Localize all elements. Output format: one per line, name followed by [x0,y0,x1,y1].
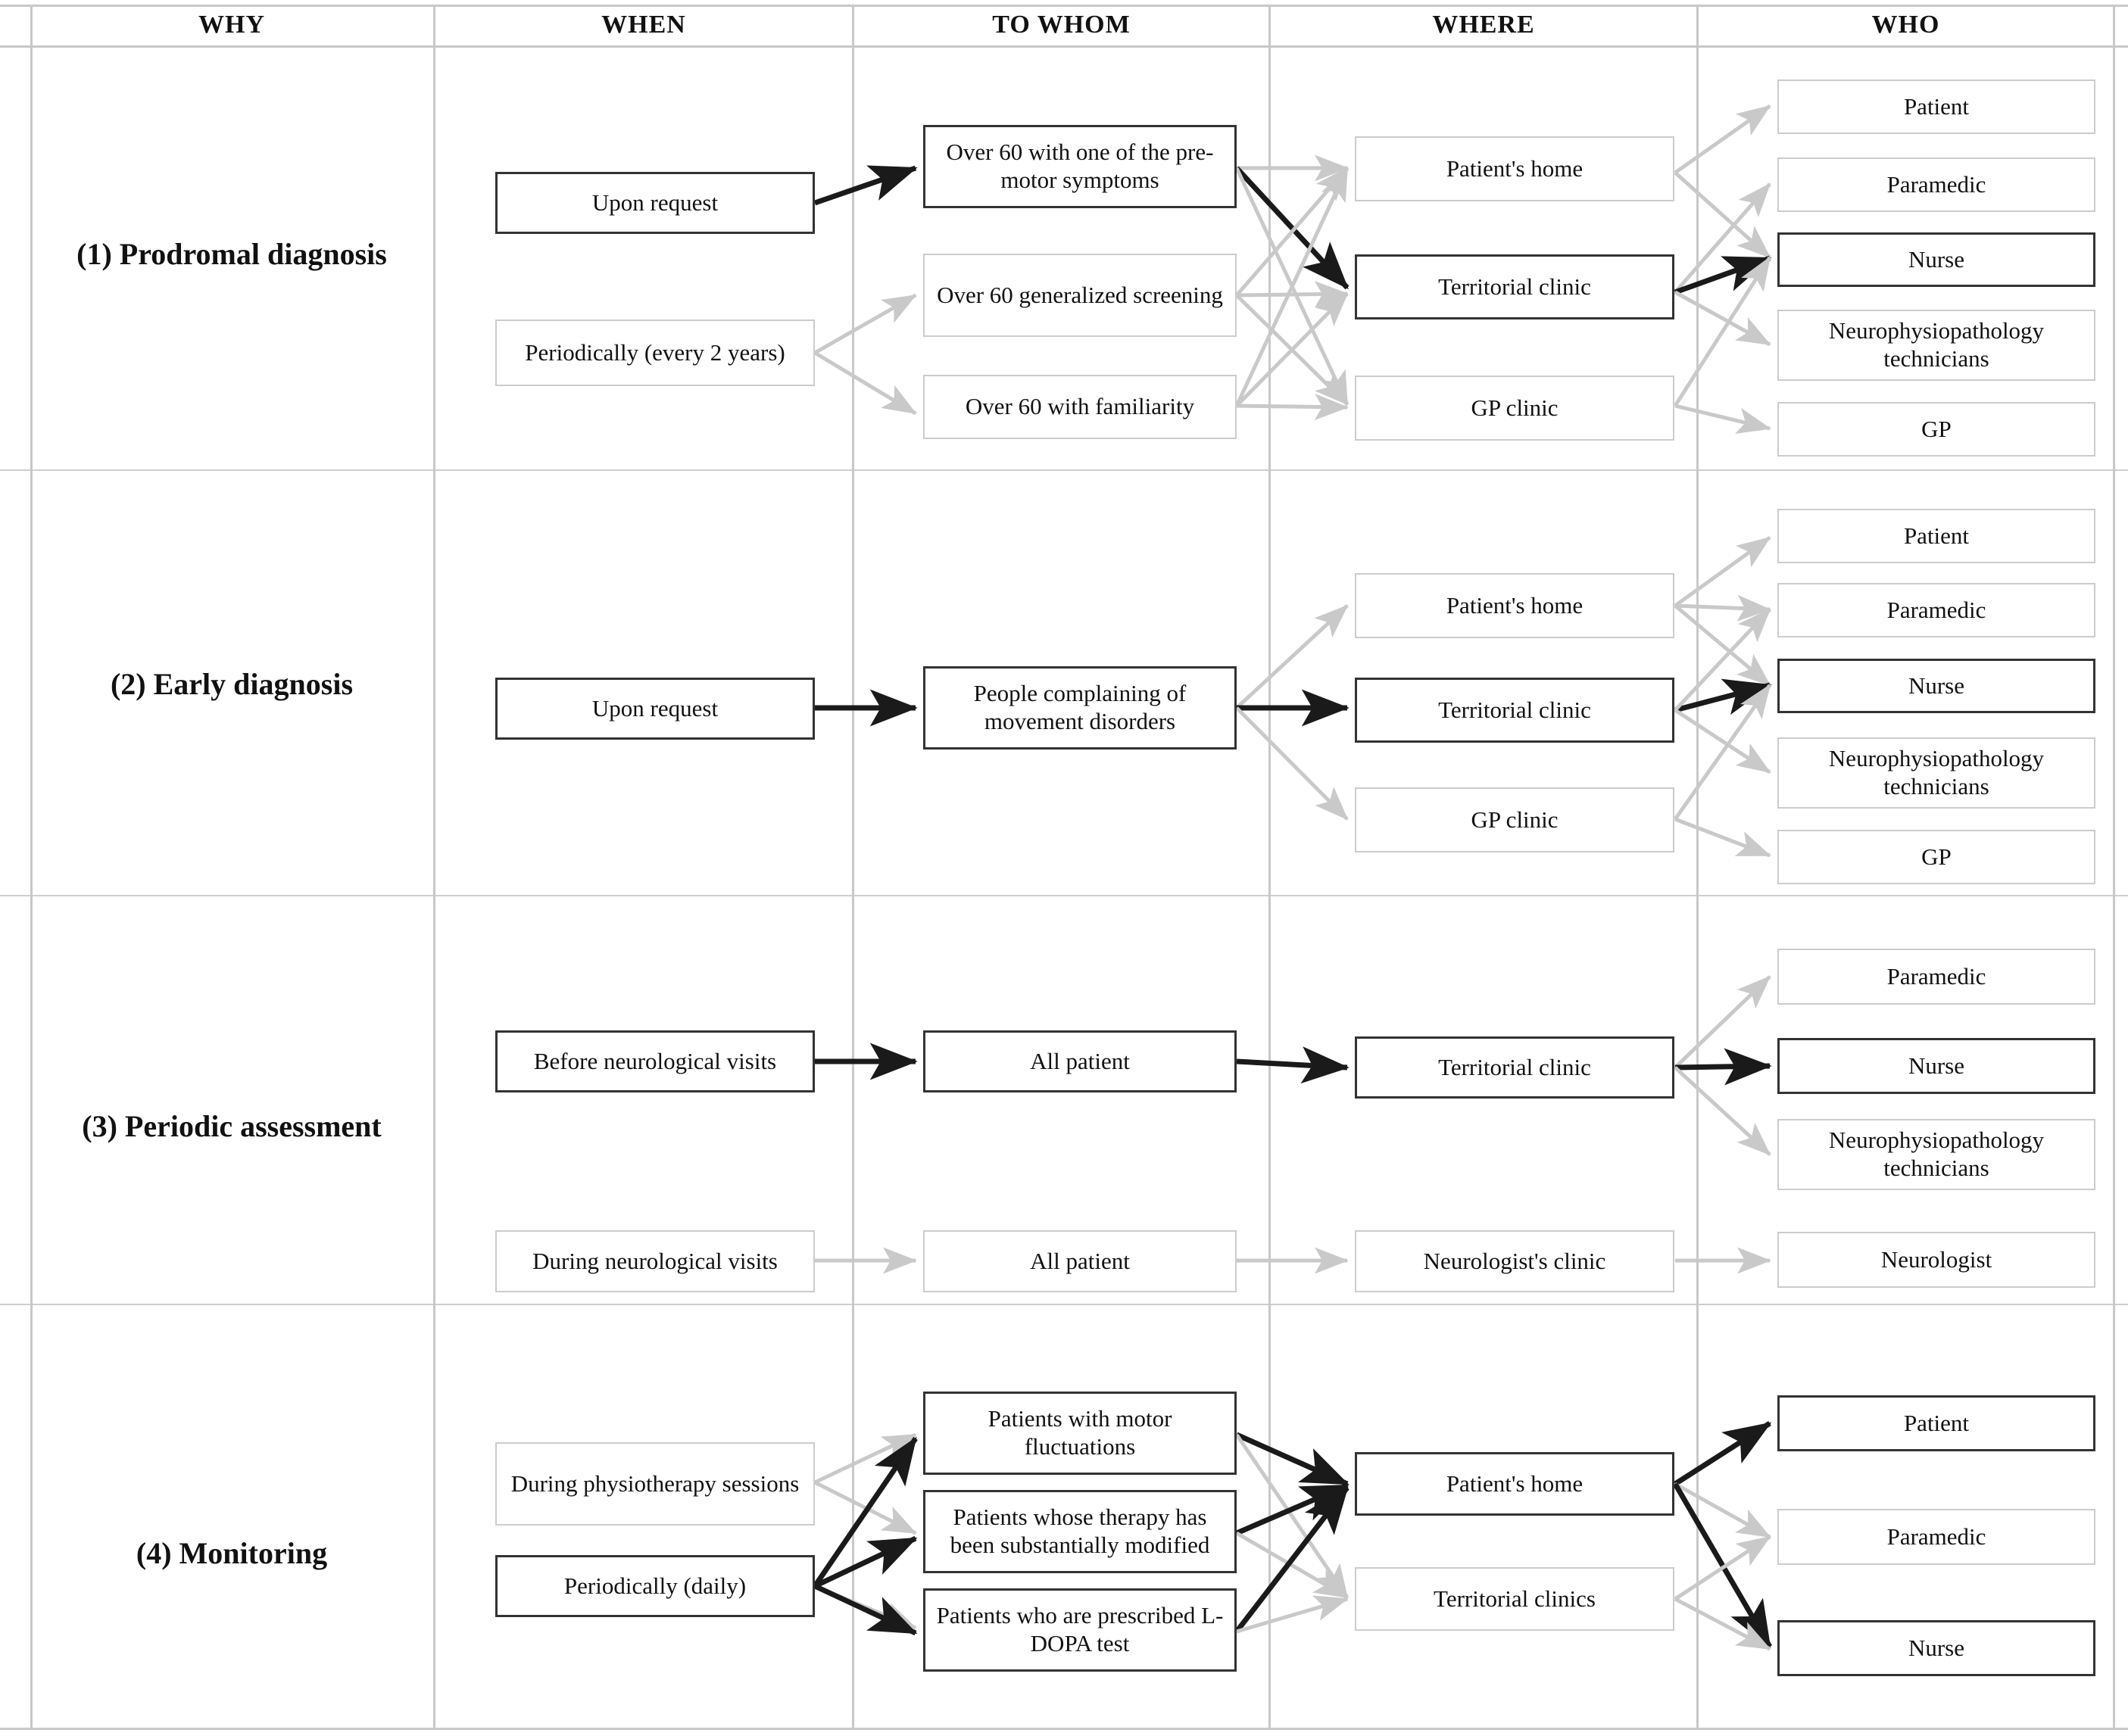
row3-who-box-4[interactable]: Neurologist [1777,1232,2095,1288]
grid-line-row1-bottom [0,469,2128,471]
column-header-why: WHY [198,11,265,39]
row-label-prodromal-diagnosis: (1) Prodromal diagnosis [76,237,387,271]
grid-col-divider-3 [1268,5,1271,1730]
row3-who-box-2[interactable]: Nurse [1777,1038,2095,1094]
row1-who-box-3[interactable]: Nurse [1777,232,2095,287]
row1-to-whom-box-3[interactable]: Over 60 with familiarity [923,375,1237,439]
row2-when-box-1[interactable]: Upon request [495,678,815,740]
row3-who-box-3[interactable]: Neurophysiopathology technicians [1777,1119,2095,1190]
row3-when-box-2[interactable]: During neurological visits [495,1230,815,1292]
row4-when-box-2[interactable]: Periodically (daily) [495,1555,815,1617]
row3-when-box-1[interactable]: Before neurological visits [495,1030,815,1092]
row-label-monitoring: (4) Monitoring [136,1536,328,1570]
row4-to-whom-box-3[interactable]: Patients who are prescribed L-DOPA test [923,1588,1237,1672]
row2-who-box-2[interactable]: Paramedic [1777,583,2095,637]
row4-to-whom-box-1[interactable]: Patients with motor fluctuations [923,1392,1237,1475]
row1-where-who-connectors [1673,104,1772,434]
row1-to-whom-box-1[interactable]: Over 60 with one of the pre-motor sympto… [923,125,1237,208]
row-label-early-diagnosis: (2) Early diagnosis [110,667,354,701]
row1-who-box-2[interactable]: Paramedic [1777,157,2095,212]
row1-when-box-1[interactable]: Upon request [495,172,815,234]
row2-who-box-4[interactable]: Neurophysiopathology technicians [1777,737,2095,809]
grid-col-left-edge [30,5,33,1730]
grid-line-header-bottom [0,45,2128,48]
row2-who-box-3[interactable]: Nurse [1777,659,2095,713]
row4-to-whom-box-2[interactable]: Patients whose therapy has been substant… [923,1490,1237,1573]
row1-where-box-2[interactable]: Territorial clinic [1355,254,1674,319]
row1-who-box-1[interactable]: Patient [1777,79,2095,134]
row4-who-box-2[interactable]: Paramedic [1777,1509,2095,1565]
row4-when-to-whom-connectors [813,1432,918,1636]
grid-col-divider-4 [1696,5,1699,1730]
row2-to-whom-box-1[interactable]: People complaining of movement disorders [923,666,1237,750]
row2-who-box-5[interactable]: GP [1777,830,2095,884]
grid-col-right-edge [2113,5,2115,1730]
row4-when-box-1[interactable]: During physiotherapy sessions [495,1442,815,1526]
row2-where-who-connectors [1673,535,1772,858]
row4-to-whom-where-connectors [1234,1432,1350,1634]
row2-who-box-1[interactable]: Patient [1777,509,2095,563]
row1-to-whom-where-connectors [1234,154,1350,420]
row2-where-box-1[interactable]: Patient's home [1355,573,1674,638]
row4-where-box-2[interactable]: Territorial clinics [1355,1567,1674,1631]
grid-col-divider-1 [433,5,435,1730]
row3-where-who-connectors [1674,975,1772,1274]
row1-when-box-2[interactable]: Periodically (every 2 years) [495,319,815,386]
row3-where-box-1[interactable]: Territorial clinic [1355,1036,1674,1099]
column-header-to-whom: TO WHOM [992,11,1131,39]
row3-to-whom-box-1[interactable]: All patient [923,1030,1237,1092]
row3-to-whom-where-connectors [1236,1046,1350,1274]
row1-who-box-4[interactable]: Neurophysiopathology technicians [1777,310,2095,381]
grid-line-row3-bottom [0,1304,2128,1305]
row2-where-box-3[interactable]: GP clinic [1355,787,1674,852]
row1-when-to-whom-connectors [813,165,918,416]
column-header-when: WHEN [601,11,686,39]
row3-when-to-whom-connectors [815,1043,918,1274]
grid-line-top [0,5,2128,7]
grid-line-row2-bottom [0,895,2128,896]
row4-where-who-connectors [1672,1421,1773,1651]
row3-who-box-1[interactable]: Paramedic [1777,949,2095,1005]
row3-where-box-2[interactable]: Neurologist's clinic [1355,1230,1674,1292]
row4-who-box-1[interactable]: Patient [1777,1395,2095,1451]
row1-where-box-1[interactable]: Patient's home [1355,136,1674,201]
grid-col-divider-2 [852,5,854,1730]
row2-where-box-2[interactable]: Territorial clinic [1355,678,1674,743]
row2-to-whom-where-connectors [1235,604,1350,821]
row1-where-box-3[interactable]: GP clinic [1355,376,1674,441]
row3-to-whom-box-2[interactable]: All patient [923,1230,1237,1292]
row1-who-box-5[interactable]: GP [1777,402,2095,457]
column-header-where: WHERE [1432,11,1535,39]
grid-line-bottom [0,1728,2128,1730]
column-header-who: WHO [1871,11,1940,39]
row1-to-whom-box-2[interactable]: Over 60 generalized screening [923,254,1237,337]
row-label-periodic-assessment: (3) Periodic assessment [82,1109,382,1143]
row4-who-box-3[interactable]: Nurse [1777,1620,2095,1676]
row4-where-box-1[interactable]: Patient's home [1355,1452,1674,1516]
